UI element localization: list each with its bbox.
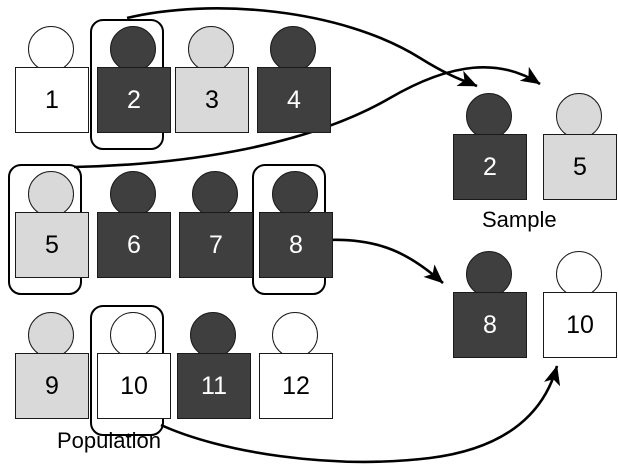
population-item-2[interactable]: 2 xyxy=(97,26,171,150)
person-head-icon xyxy=(28,26,74,72)
person-value: 1 xyxy=(15,67,89,133)
population-item-12[interactable]: 12 xyxy=(259,312,333,436)
population-item-9[interactable]: 9 xyxy=(15,312,89,436)
population-item-6[interactable]: 6 xyxy=(97,171,171,295)
sample-item-5[interactable]: 5 xyxy=(543,93,617,217)
person-head-icon xyxy=(192,171,238,217)
person-head-icon xyxy=(190,312,236,358)
person-head-icon xyxy=(466,93,512,139)
population-item-10[interactable]: 10 xyxy=(97,312,171,436)
person-value: 2 xyxy=(97,67,171,133)
person-head-icon xyxy=(188,26,234,72)
population-item-1[interactable]: 1 xyxy=(15,26,89,150)
sample-item-10[interactable]: 10 xyxy=(543,251,617,375)
person-value: 9 xyxy=(15,353,89,419)
person-value: 2 xyxy=(453,134,527,200)
person-head-icon xyxy=(272,171,318,217)
person-value: 8 xyxy=(453,292,527,358)
person-head-icon xyxy=(110,26,156,72)
person-head-icon xyxy=(28,312,74,358)
person-head-icon xyxy=(556,93,602,139)
population-item-11[interactable]: 11 xyxy=(177,312,251,436)
person-value: 8 xyxy=(259,212,333,278)
person-head-icon xyxy=(110,312,156,358)
population-item-7[interactable]: 7 xyxy=(179,171,253,295)
person-value: 11 xyxy=(177,353,251,419)
person-value: 10 xyxy=(543,292,617,358)
person-head-icon xyxy=(110,171,156,217)
person-value: 5 xyxy=(543,134,617,200)
arrow-population-8-to-sample-8 xyxy=(326,238,444,284)
population-item-8[interactable]: 8 xyxy=(259,171,333,295)
person-value: 12 xyxy=(259,353,333,419)
person-value: 5 xyxy=(15,212,89,278)
person-value: 6 xyxy=(97,212,171,278)
population-item-5[interactable]: 5 xyxy=(15,171,89,295)
person-value: 4 xyxy=(257,67,331,133)
sample-label: Sample xyxy=(482,207,557,232)
person-value: 7 xyxy=(179,212,253,278)
person-head-icon xyxy=(466,251,512,297)
person-value: 3 xyxy=(175,67,249,133)
person-head-icon xyxy=(28,171,74,217)
population-label: Population xyxy=(57,428,161,453)
person-head-icon xyxy=(272,312,318,358)
person-head-icon xyxy=(556,251,602,297)
sample-item-8[interactable]: 8 xyxy=(453,251,527,375)
population-item-4[interactable]: 4 xyxy=(257,26,331,150)
person-value: 10 xyxy=(97,353,171,419)
sample-item-2[interactable]: 2 xyxy=(453,93,527,217)
population-item-3[interactable]: 3 xyxy=(175,26,249,150)
person-head-icon xyxy=(270,26,316,72)
